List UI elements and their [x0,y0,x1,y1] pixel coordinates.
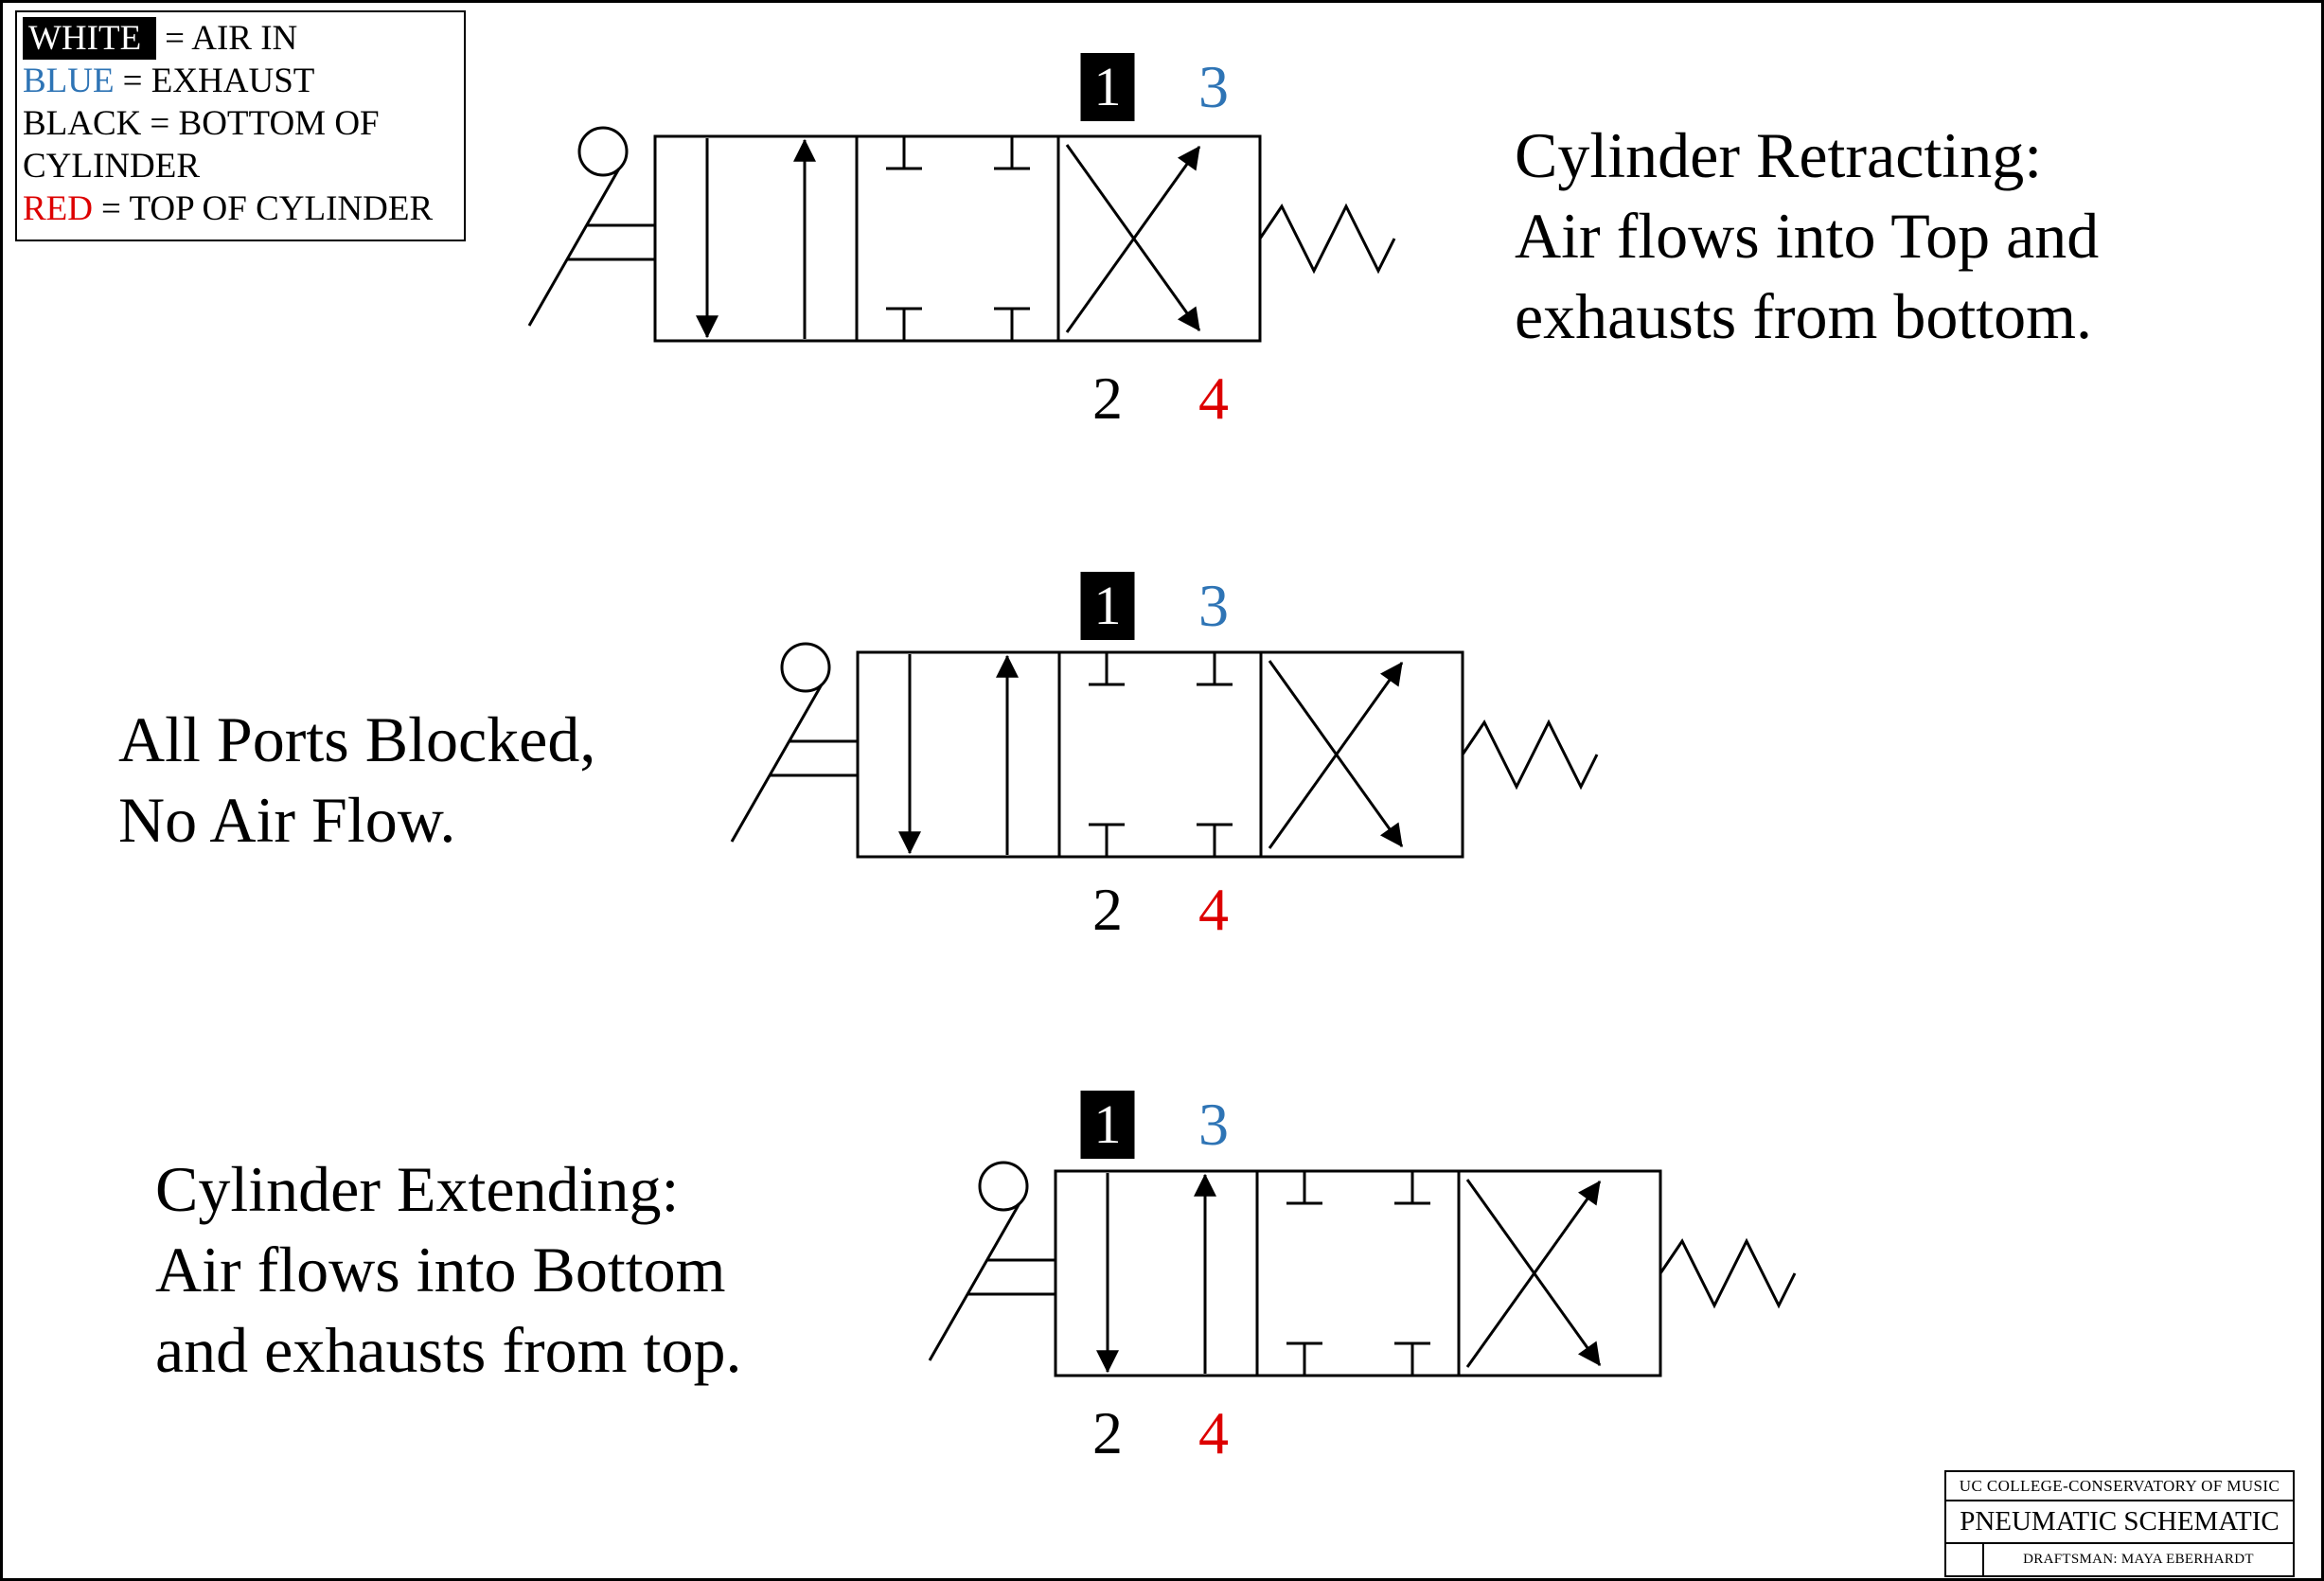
legend-key-white: WHITE [23,17,157,60]
port-label-air-in: 1 [1080,1091,1135,1159]
title-block-spacer-cell [1946,1544,1984,1575]
caption-extending: Cylinder Extending: Air flows into Botto… [155,1153,742,1386]
valve-symbol-blocked [732,644,1597,857]
port-label-air-in: 1 [1080,53,1135,121]
title-block: UC COLLEGE-CONSERVATORY OF MUSIC PNEUMAT… [1944,1470,2295,1577]
legend-text-exhaust: = EXHAUST [122,62,315,100]
legend-text-air-in: = AIR IN [165,19,298,58]
port-label-cylinder-top: 4 [1198,1399,1229,1466]
legend-key-blue: BLUE [23,62,115,100]
port-label-cylinder-top: 4 [1198,876,1229,943]
title-block-bottom-row: DRAFTSMAN: MAYA EBERHARDT [1946,1544,2293,1575]
legend-key-red: RED [23,189,93,228]
title-block-organization: UC COLLEGE-CONSERVATORY OF MUSIC [1946,1472,2293,1501]
caption-retracting: Cylinder Retracting: Air flows into Top … [1515,119,2100,352]
legend: WHITE= AIR IN BLUE= EXHAUST BLACK= BOTTO… [15,10,466,241]
valve-symbol-extending [930,1163,1795,1376]
port-label-cylinder-bottom: 2 [1092,364,1123,432]
title-block-title: PNEUMATIC SCHEMATIC [1946,1501,2293,1544]
port-label-exhaust: 3 [1198,1091,1229,1158]
legend-item-bottom: BLACK= BOTTOM OF CYLINDER [23,102,454,187]
port-label-cylinder-top: 4 [1198,364,1229,432]
port-label-cylinder-bottom: 2 [1092,876,1123,943]
legend-text-bottom: = BOTTOM OF CYLINDER [23,104,380,186]
legend-item-air-in: WHITE= AIR IN [23,17,454,60]
caption-blocked: All Ports Blocked, No Air Flow. [118,703,596,856]
port-label-exhaust: 3 [1198,572,1229,639]
valve-symbol-retracting [529,128,1394,341]
port-label-exhaust: 3 [1198,53,1229,120]
port-label-cylinder-bottom: 2 [1092,1399,1123,1466]
port-label-air-in: 1 [1080,572,1135,640]
legend-item-top: RED= TOP OF CYLINDER [23,187,454,230]
title-block-draftsman: DRAFTSMAN: MAYA EBERHARDT [2023,1552,2254,1567]
legend-item-exhaust: BLUE= EXHAUST [23,60,454,102]
legend-text-top: = TOP OF CYLINDER [101,189,434,228]
legend-key-black: BLACK [23,104,142,143]
